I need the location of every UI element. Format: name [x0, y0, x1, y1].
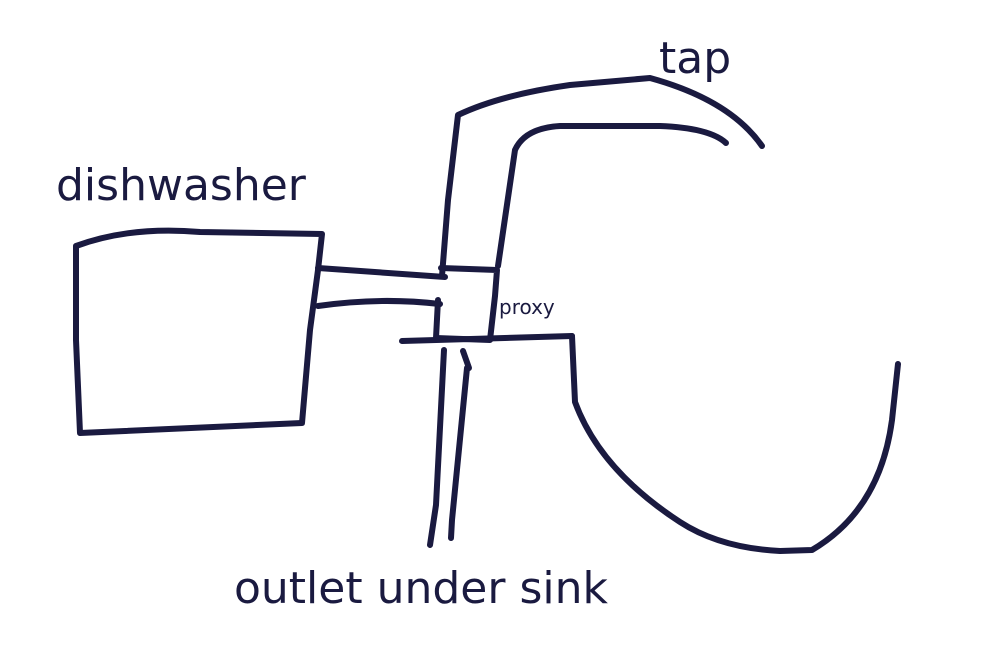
- dishwasher-label: dishwasher: [56, 160, 306, 211]
- proxy-label: proxy: [499, 295, 555, 319]
- outlet-label: outlet under sink: [234, 563, 608, 614]
- dishwasher-hose-lower: [315, 297, 443, 309]
- dishwasher-hose-upper: [315, 265, 448, 280]
- outlet-pipe-cap: [460, 348, 472, 371]
- tap-spout-inner: [495, 123, 729, 269]
- outlet-pipe-right: [448, 365, 470, 541]
- tap-spout-outer: [439, 75, 765, 279]
- proxy-connector: [433, 265, 500, 343]
- sink-basin: [569, 333, 901, 554]
- tap-label: tap: [659, 33, 732, 84]
- outlet-pipe-left: [427, 347, 447, 548]
- dishwasher-box: [73, 227, 325, 436]
- counter-line: [399, 333, 575, 344]
